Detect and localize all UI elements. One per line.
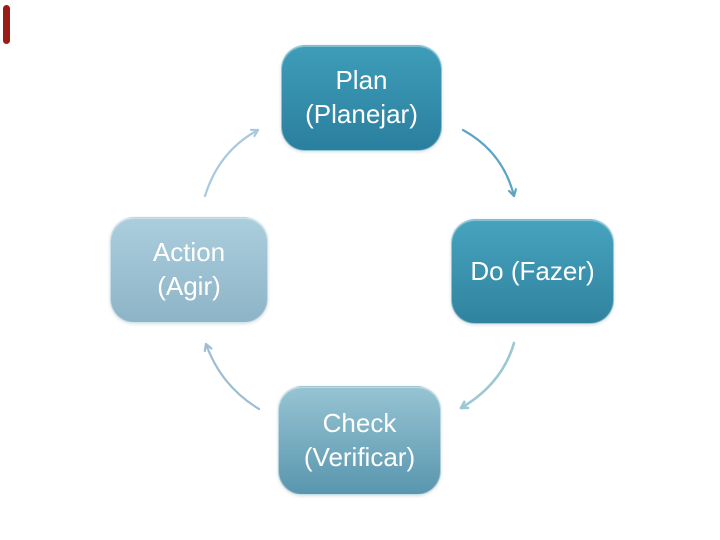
arrowhead-icon (508, 188, 517, 198)
node-plan-label: Plan (Planejar) (305, 65, 418, 129)
arrow-curve (459, 341, 516, 410)
accent-bar (3, 5, 10, 44)
node-check-label: Check (Verificar) (303, 407, 416, 472)
node-action: Action (Agir) (110, 217, 268, 323)
arrow-plan-to-do-icon (461, 128, 517, 198)
arrow-curve (461, 128, 516, 198)
arrow-curve (204, 342, 261, 411)
arrow-action-to-plan-icon (203, 128, 260, 198)
arrow-curve (203, 128, 260, 198)
arrowhead-icon (203, 342, 213, 352)
arrowhead-icon (249, 128, 260, 138)
arrow-do-to-check-icon (459, 341, 516, 410)
node-action-label: Action (Agir) (152, 237, 226, 301)
arrowhead-icon (459, 400, 470, 410)
node-do: Do (Fazer) (451, 219, 614, 324)
arrow-check-to-action-icon (203, 342, 261, 411)
node-do-label: Do (Fazer) (470, 255, 595, 286)
node-plan: Plan (Planejar) (281, 45, 442, 151)
node-check: Check (Verificar) (278, 386, 441, 495)
